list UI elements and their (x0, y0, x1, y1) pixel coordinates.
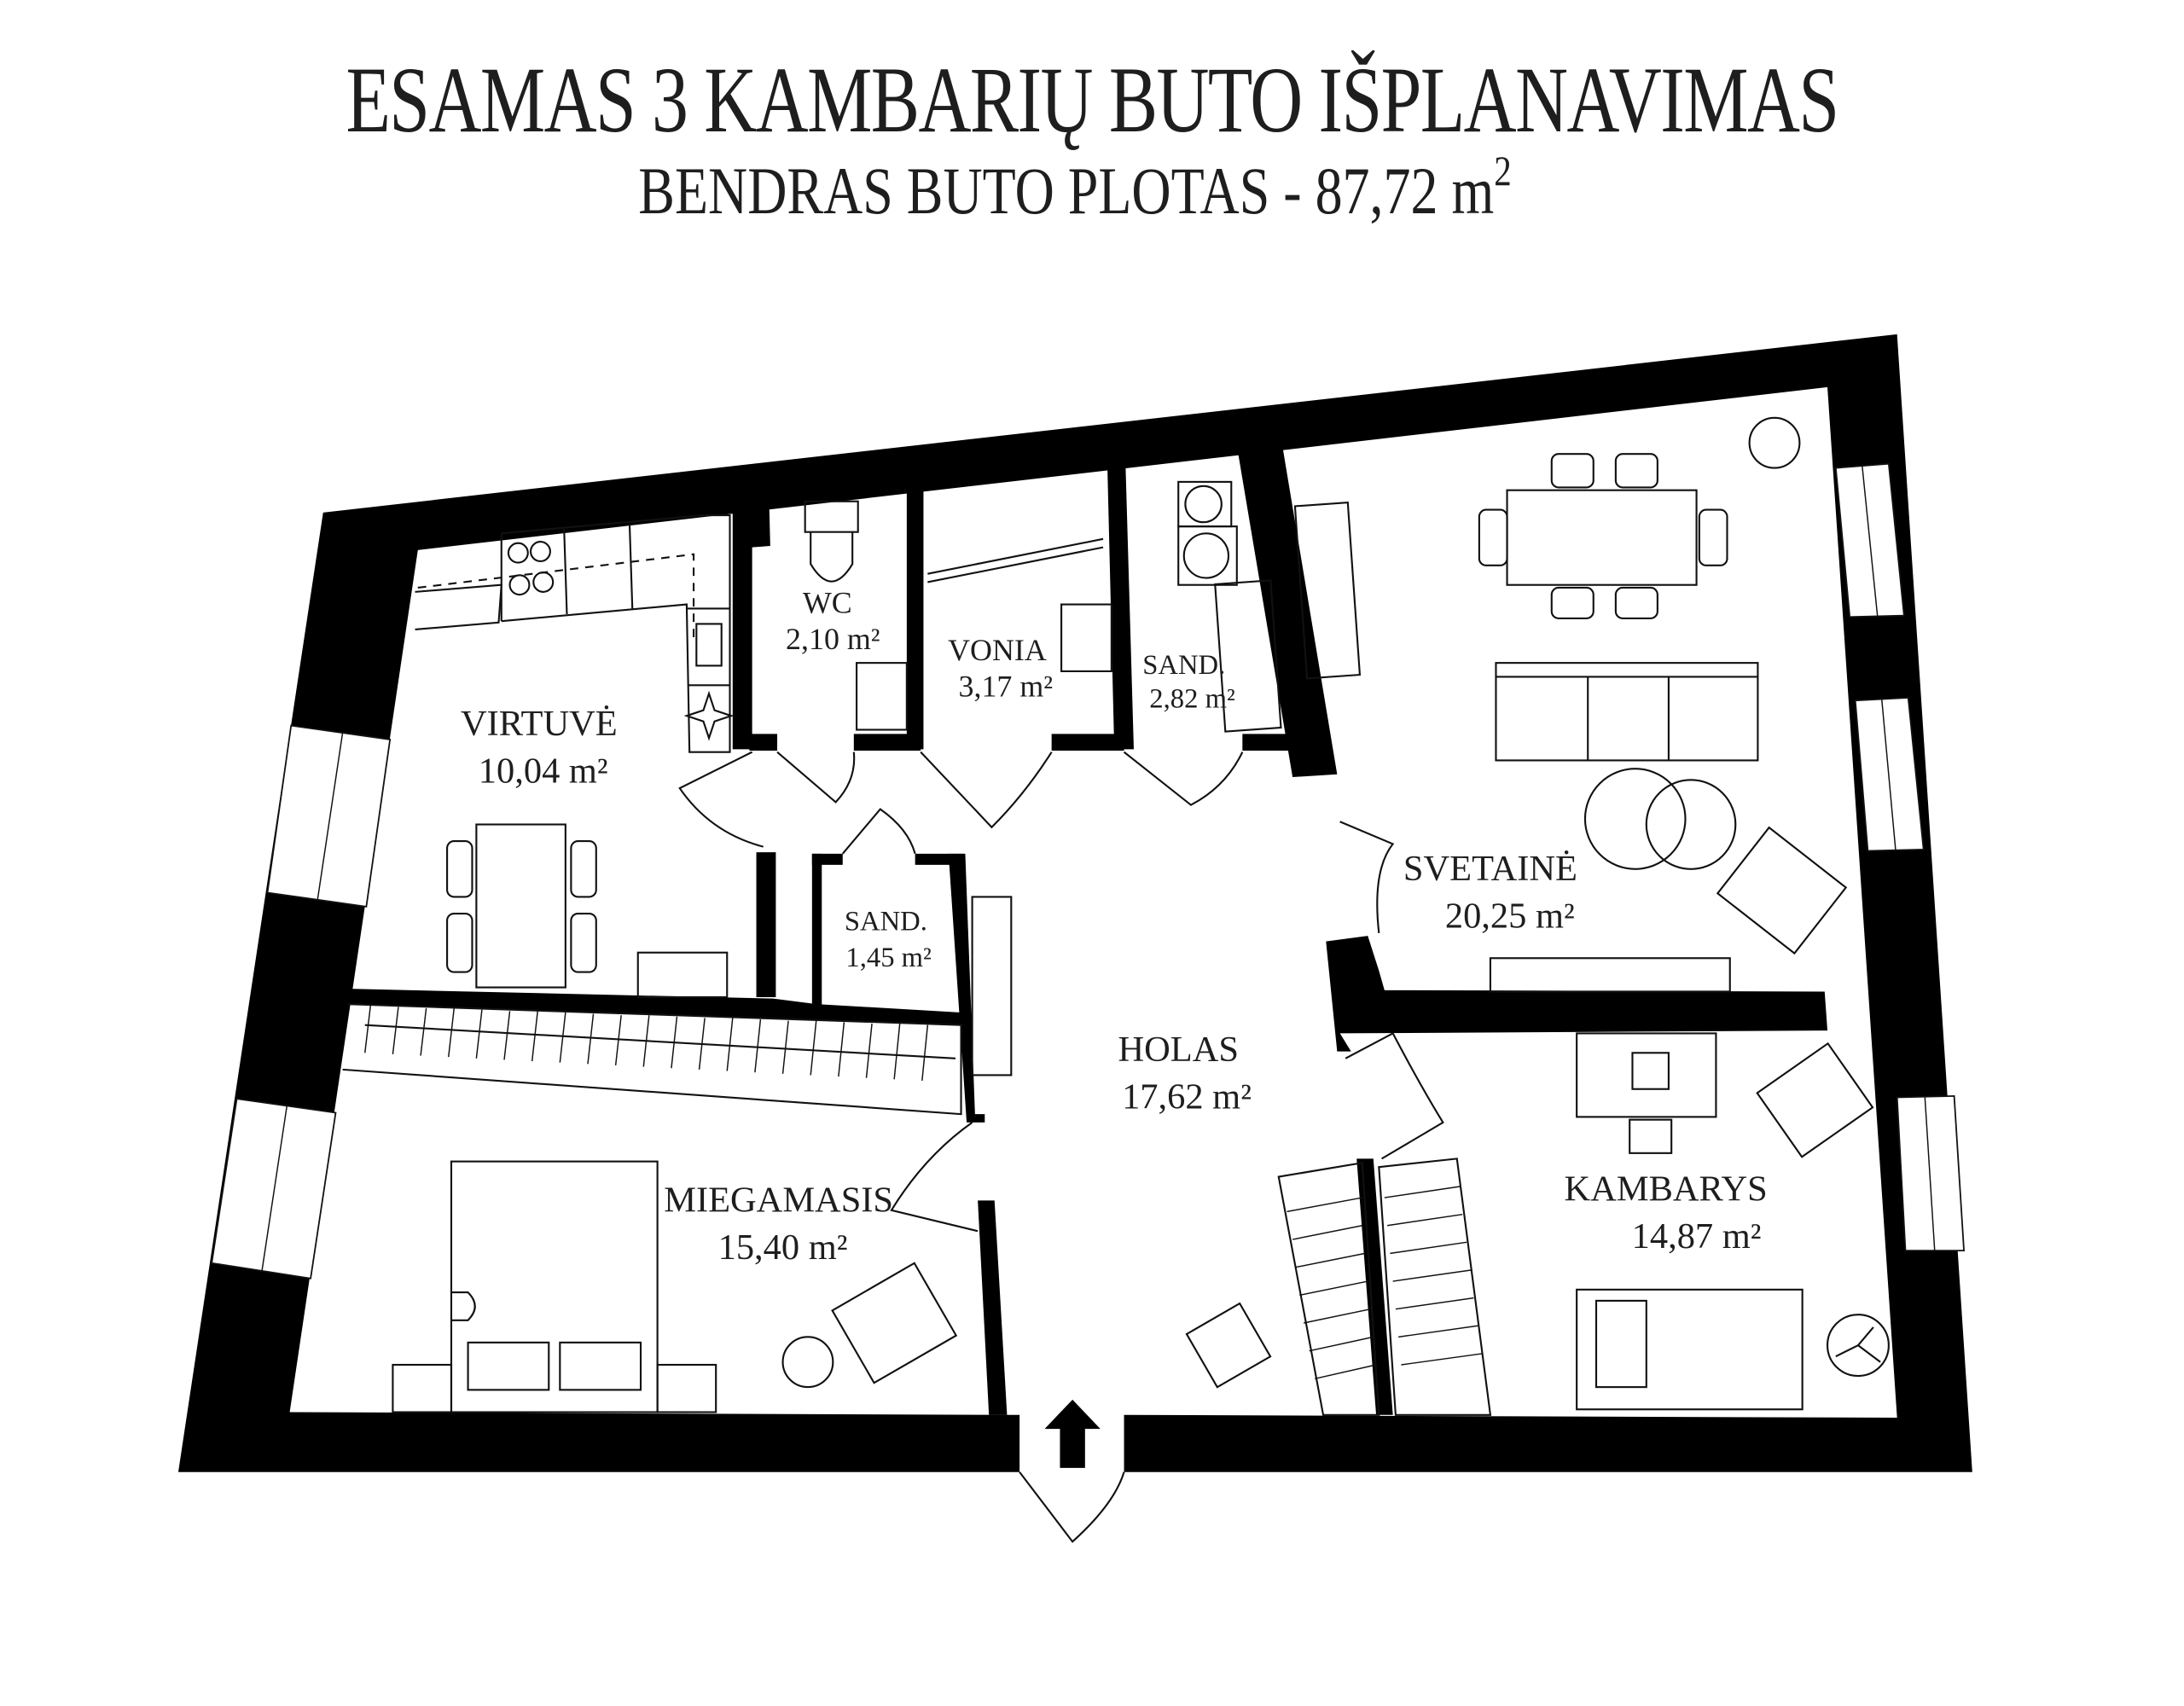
room-area-sand-2: 1,45 m² (845, 943, 932, 973)
room-area-virtuve: 10,04 m² (479, 751, 608, 792)
room-name-virtuve: VIRTUVĖ (461, 704, 618, 744)
room-name-holas: HOLAS (1118, 1030, 1238, 1070)
interior-walls (348, 439, 1828, 1415)
kitchen-counter (415, 514, 735, 753)
room-area-svetaine: 20,25 m² (1445, 896, 1575, 936)
left-window-1 (266, 724, 392, 908)
right-window-3 (1896, 1094, 1965, 1252)
room-area-sand-1: 2,82 m² (1149, 683, 1235, 714)
door-swings (678, 751, 1444, 1543)
stairs (1277, 1158, 1492, 1416)
room-area-vonia: 3,17 m² (959, 669, 1054, 703)
room-area-miegamasis: 15,40 m² (718, 1227, 848, 1268)
svetaine-furniture (1293, 416, 1848, 993)
outer-wall (177, 334, 1972, 1472)
right-window-1 (1834, 462, 1905, 618)
page-subtitle: BENDRAS BUTO PLOTAS - 87,72 m2 (179, 149, 1970, 224)
right-window-2 (1854, 697, 1925, 852)
bedroom-furniture (392, 1160, 958, 1413)
left-window-2 (211, 1098, 337, 1280)
room-name-svetaine: SVETAINĖ (1403, 849, 1577, 889)
page-title: ESAMAS 3 KAMBARIŲ BUTO IŠPLANAVIMAS (346, 48, 1839, 152)
room-area-kambarys: 14,87 m² (1632, 1216, 1762, 1256)
subtitle-superscript: 2 (1494, 147, 1512, 194)
bathroom-fixtures (804, 480, 1282, 733)
entry-arrow-icon (1044, 1399, 1101, 1468)
room-area-wc: 2,10 m² (786, 622, 880, 656)
room-name-wc: WC (803, 585, 852, 619)
room-area-holas: 17,62 m² (1122, 1077, 1252, 1117)
bedroom-wardrobe (342, 1003, 962, 1116)
room-name-sand-2: SAND. (845, 907, 927, 937)
room-name-miegamasis: MIEGAMASIS (664, 1180, 893, 1220)
room-name-vonia: VONIA (948, 633, 1047, 667)
room-labels: VIRTUVĖ 10,04 m² WC 2,10 m² VONIA 3,17 m… (461, 585, 1768, 1268)
room-name-sand-1: SAND. (1142, 650, 1225, 681)
hall-furniture (971, 896, 1272, 1389)
dining-table-kitchen (446, 823, 729, 999)
room-name-kambarys: KAMBARYS (1565, 1169, 1768, 1209)
subtitle-text: BENDRAS BUTO PLOTAS - 87,72 m (638, 154, 1495, 228)
kambarys-furniture (1576, 1032, 1890, 1411)
